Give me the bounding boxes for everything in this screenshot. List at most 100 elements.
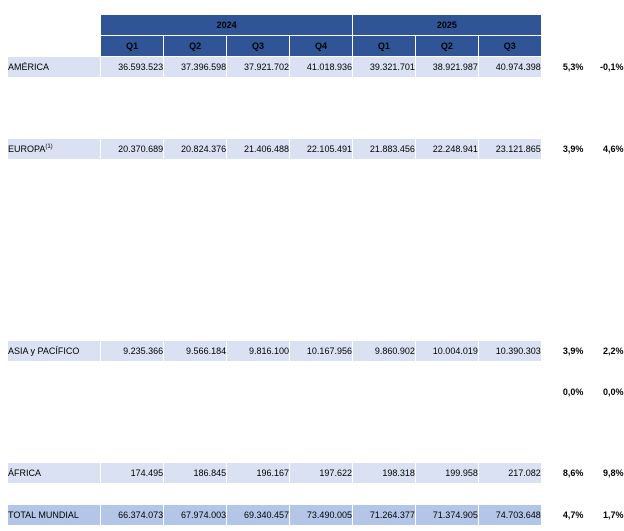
cell-asia-q2-2025: 10.004.019 [414,340,479,362]
cell-africa-q4-2024: 197.622 [289,462,353,484]
cell-europa-q4-2024: 22.105.491 [289,138,353,160]
table-header-years: 2024 2025 [7,14,624,36]
cell-total-q1-2025: 71.264.377 [351,504,416,526]
floating-blank-cells [100,382,542,402]
cell-africa-pct2: 9,8% [583,462,624,484]
header-year-2024: 2024 [100,14,353,36]
cell-total-q2-2025: 71.374.905 [414,504,479,526]
gap-cell-america [541,56,544,78]
cell-africa-pct1: 8,6% [543,462,584,484]
gap-cell-total [541,504,544,526]
floating-pct-a: 0,0% [543,382,584,402]
cell-europa-q1-2025: 21.883.456 [351,138,416,160]
spacer-row [7,402,624,422]
spacer-row [7,220,624,240]
cell-america-q3-2024: 37.921.702 [226,56,291,78]
spacer-row [7,300,624,320]
cell-asia-q3-2025: 10.390.303 [477,340,542,362]
spacer-row [7,98,624,118]
header-year-2025: 2025 [351,14,542,36]
table-row: ASIA y PACÍFICO 9.235.366 9.566.184 9.81… [6,340,624,362]
floating-gap-cell [541,382,544,402]
spacer-row [7,77,624,98]
cell-america-pct1: 5,3% [543,56,584,78]
cell-europa-pct1: 3,9% [543,138,584,160]
header-q2-2025: Q2 [414,35,479,57]
cell-asia-q3-2024: 9.816.100 [226,340,291,362]
header-q4-2024: Q4 [289,35,353,57]
cell-america-q2-2024: 37.396.598 [163,56,228,78]
row-label-america: AMÉRICA [6,56,102,78]
spacer-row [7,159,624,180]
cell-america-q3-2025: 40.974.398 [477,56,542,78]
header-q3-2024: Q3 [226,35,291,57]
cell-total-q4-2024: 73.490.005 [289,504,353,526]
header-corner-cell [7,14,101,36]
regional-figures-table: 2024 2025 Q1 Q2 Q3 Q4 Q1 Q2 Q3 AMÉRICA 3… [6,14,624,526]
row-label-europa: EUROPA(1) [6,138,102,160]
spacer-row [7,361,624,382]
spacer-row [7,483,624,505]
quarter-gap-cell [541,35,544,57]
spacer-row [7,180,624,200]
header-q3-2025: Q3 [477,35,542,57]
cell-total-q3-2025: 74.703.648 [477,504,542,526]
header-pct1-cell [543,14,584,36]
spacer-row [7,442,624,463]
table-row: ÁFRICA 174.495 186.845 196.167 197.622 1… [6,462,624,484]
cell-africa-q1-2024: 174.495 [100,462,165,484]
spacer-row [7,320,624,341]
header-q1-2024: Q1 [100,35,165,57]
cell-total-q1-2024: 66.374.073 [100,504,165,526]
cell-america-q4-2024: 41.018.936 [289,56,353,78]
floating-percent-row: 0,0% 0,0% [7,382,624,402]
cell-africa-q3-2024: 196.167 [226,462,291,484]
spacer-row [7,260,624,280]
quarter-corner-cell [7,35,101,57]
cell-europa-q3-2024: 21.406.488 [226,138,291,160]
cell-africa-q2-2025: 199.958 [414,462,479,484]
row-label-total-mundial: TOTAL MUNDIAL [6,504,102,526]
cell-africa-q1-2025: 198.318 [351,462,416,484]
spacer-row [7,200,624,220]
cell-america-q2-2025: 38.921.987 [414,56,479,78]
cell-total-q2-2024: 67.974.003 [163,504,228,526]
cell-europa-q3-2025: 23.121.865 [477,138,542,160]
spacer-row [7,280,624,300]
cell-europa-q2-2025: 22.248.941 [414,138,479,160]
gap-cell-africa [541,462,544,484]
cell-america-q1-2025: 39.321.701 [351,56,416,78]
cell-africa-q2-2024: 186.845 [163,462,228,484]
header-gap-cell [541,14,544,36]
floating-pct-b: 0,0% [583,382,624,402]
gap-cell-europa [541,138,544,160]
quarter-pct2-cell [583,35,624,57]
table-row-total: TOTAL MUNDIAL 66.374.073 67.974.003 69.3… [6,504,624,526]
spacer-row [7,118,624,139]
footnote-marker-europa: (1) [45,144,53,150]
quarter-pct1-cell [543,35,584,57]
row-label-asia-pacifico: ASIA y PACÍFICO [6,340,102,362]
table-row: EUROPA(1) 20.370.689 20.824.376 21.406.4… [6,138,624,160]
cell-asia-q1-2024: 9.235.366 [100,340,165,362]
cell-asia-q2-2024: 9.566.184 [163,340,228,362]
cell-europa-q2-2024: 20.824.376 [163,138,228,160]
cell-asia-pct2: 2,2% [583,340,624,362]
table-row: AMÉRICA 36.593.523 37.396.598 37.921.702… [6,56,624,78]
spacer-row [7,240,624,260]
cell-total-pct1: 4,7% [543,504,584,526]
gap-cell-asia [541,340,544,362]
floating-label-cell [7,382,101,402]
cell-america-q1-2024: 36.593.523 [100,56,165,78]
spacer-row [7,422,624,442]
cell-asia-q1-2025: 9.860.902 [351,340,416,362]
table-header-quarters: Q1 Q2 Q3 Q4 Q1 Q2 Q3 [7,35,624,57]
header-q1-2025: Q1 [351,35,416,57]
header-pct2-cell [583,14,624,36]
cell-europa-q1-2024: 20.370.689 [100,138,165,160]
row-label-europa-text: EUROPA [8,144,46,154]
cell-asia-pct1: 3,9% [543,340,584,362]
row-label-africa: ÁFRICA [6,462,102,484]
cell-america-pct2: -0,1% [583,56,624,78]
